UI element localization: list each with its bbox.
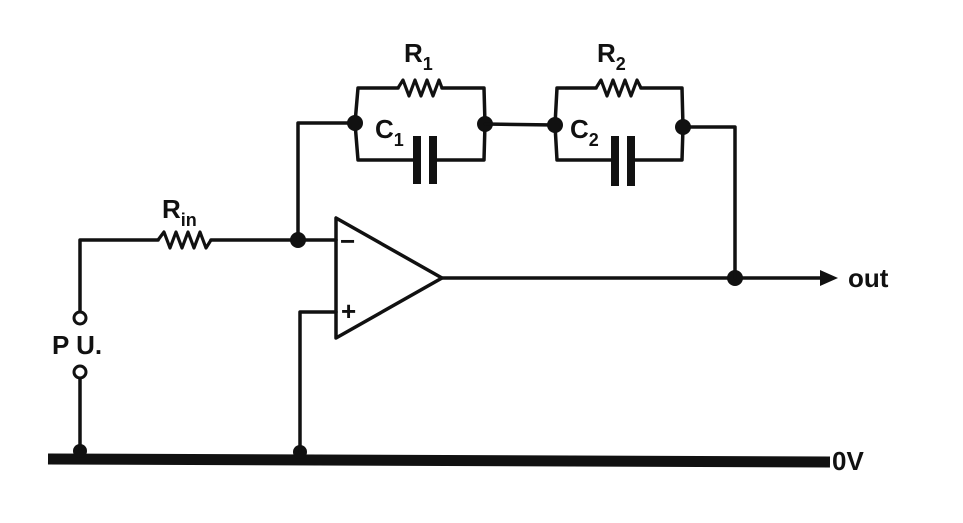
capacitor-c1-plate-right — [429, 136, 437, 184]
resistor-rin — [156, 230, 213, 250]
r2-c2-block-outline — [553, 86, 598, 127]
opamp-inverting-sign: − — [340, 226, 355, 256]
feedback-right-wire — [681, 125, 737, 280]
capacitor-c2-plate-right — [627, 136, 635, 186]
input-terminal-label: P U. — [52, 330, 102, 360]
r2-label: R2 — [597, 38, 626, 74]
c1-left-wire — [353, 121, 415, 162]
r2-c2-right-junction — [675, 119, 691, 135]
c1-label: C1 — [375, 114, 404, 150]
c2-label: C2 — [570, 114, 599, 150]
opamp-triangle — [334, 216, 444, 340]
r1-right-wire — [440, 86, 487, 126]
input-terminal-top — [72, 310, 88, 326]
r-in-label: Rin — [162, 194, 197, 230]
resistor-r1 — [396, 78, 444, 98]
r1-c1-block-outline — [353, 86, 400, 125]
r2-c2-left-junction — [547, 117, 563, 133]
input-terminal-bottom — [72, 364, 88, 380]
output-label: out — [848, 263, 889, 293]
c2-left-wire — [553, 123, 613, 162]
capacitor-c2-plate-left — [611, 136, 619, 186]
r2-right-wire — [639, 86, 685, 129]
opamp-non-inverting-sign: + — [341, 296, 356, 326]
c2-right-wire — [633, 125, 685, 162]
input-top-wire — [78, 238, 160, 316]
non-inverting-wire — [298, 310, 338, 454]
feedback-left-wire — [296, 121, 357, 242]
r1-label: R1 — [404, 38, 433, 74]
capacitor-c1-plate-left — [413, 136, 421, 184]
ground-label: 0V — [832, 446, 864, 476]
block-link-wire — [483, 122, 557, 127]
c1-right-wire — [435, 122, 487, 162]
r1-c1-left-junction — [347, 115, 363, 131]
resistor-r2 — [594, 78, 643, 98]
output-arrow-icon — [820, 270, 838, 286]
ground-rail — [47, 453, 831, 468]
